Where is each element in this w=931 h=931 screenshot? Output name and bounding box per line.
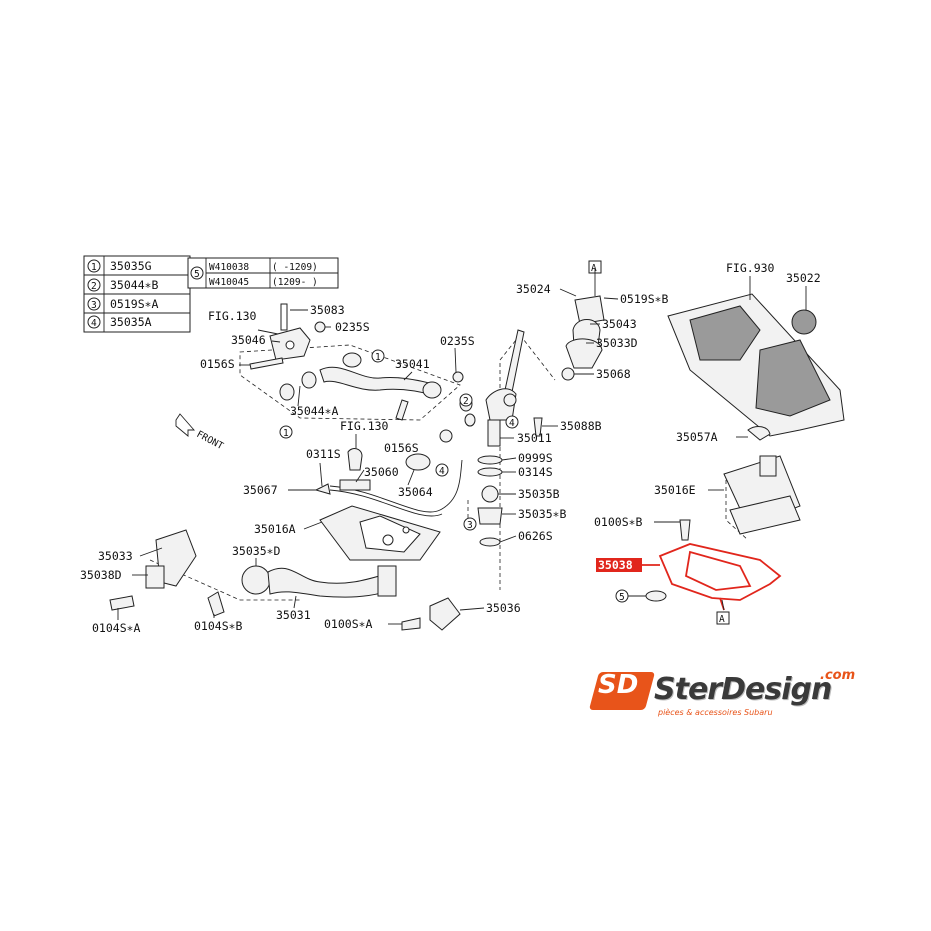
label-35041: 35041	[395, 357, 430, 371]
label-0156S-a: 0156S	[200, 357, 235, 371]
front-label: FRONT	[195, 429, 226, 452]
label-0104SB: 0104S∗B	[194, 619, 243, 633]
label-35046: 35046	[231, 333, 266, 347]
legend-code-1: 35035G	[110, 259, 152, 273]
label-35022: 35022	[786, 271, 821, 285]
legend-num-5: 5	[194, 269, 200, 280]
brand-logo: SD SterDesign .com pièces & accessoires …	[588, 668, 862, 748]
label-0235S-b: 0235S	[440, 334, 475, 348]
label-0626S: 0626S	[518, 529, 553, 543]
part-labels: 35083 FIG.130 0235S 35046 0156S 35041 02…	[80, 261, 821, 635]
front-direction-indicator: FRONT	[175, 413, 226, 452]
brand-mark-letters: SD	[598, 670, 639, 700]
label-35068: 35068	[596, 367, 631, 381]
label-35031: 35031	[276, 608, 311, 622]
marker-1a: 1	[375, 352, 381, 363]
label-35044A: 35044∗A	[290, 404, 339, 418]
label-0314S: 0314S	[518, 465, 553, 479]
marker-A-top: A	[591, 263, 597, 274]
marker-1b: 1	[283, 428, 289, 439]
legend-range-5a: ( -1209)	[272, 262, 318, 273]
marker-4a: 4	[509, 418, 515, 429]
label-35016E: 35016E	[654, 483, 696, 497]
highlight-label-35038: 35038	[596, 558, 660, 572]
marker-4b: 4	[439, 466, 445, 477]
marker-2: 2	[463, 396, 469, 407]
label-0999S: 0999S	[518, 451, 553, 465]
label-35035B-star: 35035∗B	[518, 507, 567, 521]
legend-num-4: 4	[91, 318, 97, 329]
label-35088B: 35088B	[560, 419, 602, 433]
label-0156S-b: 0156S	[384, 441, 419, 455]
label-35011: 35011	[517, 431, 552, 445]
label-35033D: 35033D	[596, 336, 638, 350]
legend-table: 1 2 3 4 35035G 35044∗B 0519S∗A 35035A 5 …	[83, 255, 339, 333]
leader-lines	[117, 268, 807, 625]
label-35033: 35033	[98, 549, 133, 563]
shift-lever	[467, 329, 556, 590]
label-35035D: 35035∗D	[232, 544, 281, 558]
legend-range-5b: (1209- )	[272, 277, 318, 288]
label-35038: 35038	[598, 558, 633, 572]
gate-assembly	[628, 426, 801, 611]
label-fig930: FIG.930	[726, 261, 775, 275]
legend-num-3: 3	[91, 300, 97, 311]
brand-tagline: pièces & accessoires Subaru	[658, 708, 773, 717]
label-0104SA: 0104S∗A	[92, 621, 141, 635]
label-35043: 35043	[602, 317, 637, 331]
legend-code-5b: W410045	[209, 277, 249, 288]
label-0235S-a: 0235S	[335, 320, 370, 334]
marker-3: 3	[467, 520, 473, 531]
lower-rod-assembly	[109, 529, 461, 631]
label-35067: 35067	[243, 483, 278, 497]
marker-5: 5	[619, 592, 625, 603]
linkage-assembly	[239, 303, 476, 443]
cable-assembly	[314, 448, 463, 517]
label-fig130-b: FIG.130	[340, 419, 389, 433]
label-35057A: 35057A	[676, 430, 718, 444]
label-0100SB: 0100S∗B	[594, 515, 643, 529]
legend-code-5a: W410038	[209, 262, 249, 273]
legend-num-1: 1	[91, 262, 97, 273]
legend-num-2: 2	[91, 281, 97, 292]
mount-plate	[319, 505, 441, 561]
label-0519SB: 0519S∗B	[620, 292, 669, 306]
label-fig130-a: FIG.130	[208, 309, 257, 323]
label-0311S: 0311S	[306, 447, 341, 461]
legend-code-4: 35035A	[110, 315, 152, 329]
label-35024: 35024	[516, 282, 551, 296]
label-35064: 35064	[398, 485, 433, 499]
brand-tld: .com	[820, 668, 856, 683]
label-35038D: 35038D	[80, 568, 122, 582]
legend-code-3: 0519S∗A	[110, 297, 159, 311]
label-35036: 35036	[486, 601, 521, 615]
label-0100SA: 0100S∗A	[324, 617, 373, 631]
highlighted-bracket-35038	[658, 543, 782, 601]
label-35016A: 35016A	[254, 522, 296, 536]
label-35083: 35083	[310, 303, 345, 317]
console-assembly	[561, 293, 845, 437]
index-markers: 1 1 2 3 4 4 5 A A	[279, 260, 730, 625]
marker-A-bottom: A	[719, 614, 725, 625]
label-35035B: 35035B	[518, 487, 560, 501]
label-35060: 35060	[364, 465, 399, 479]
legend-code-2: 35044∗B	[110, 278, 159, 292]
brand-name: SterDesign	[654, 672, 832, 707]
